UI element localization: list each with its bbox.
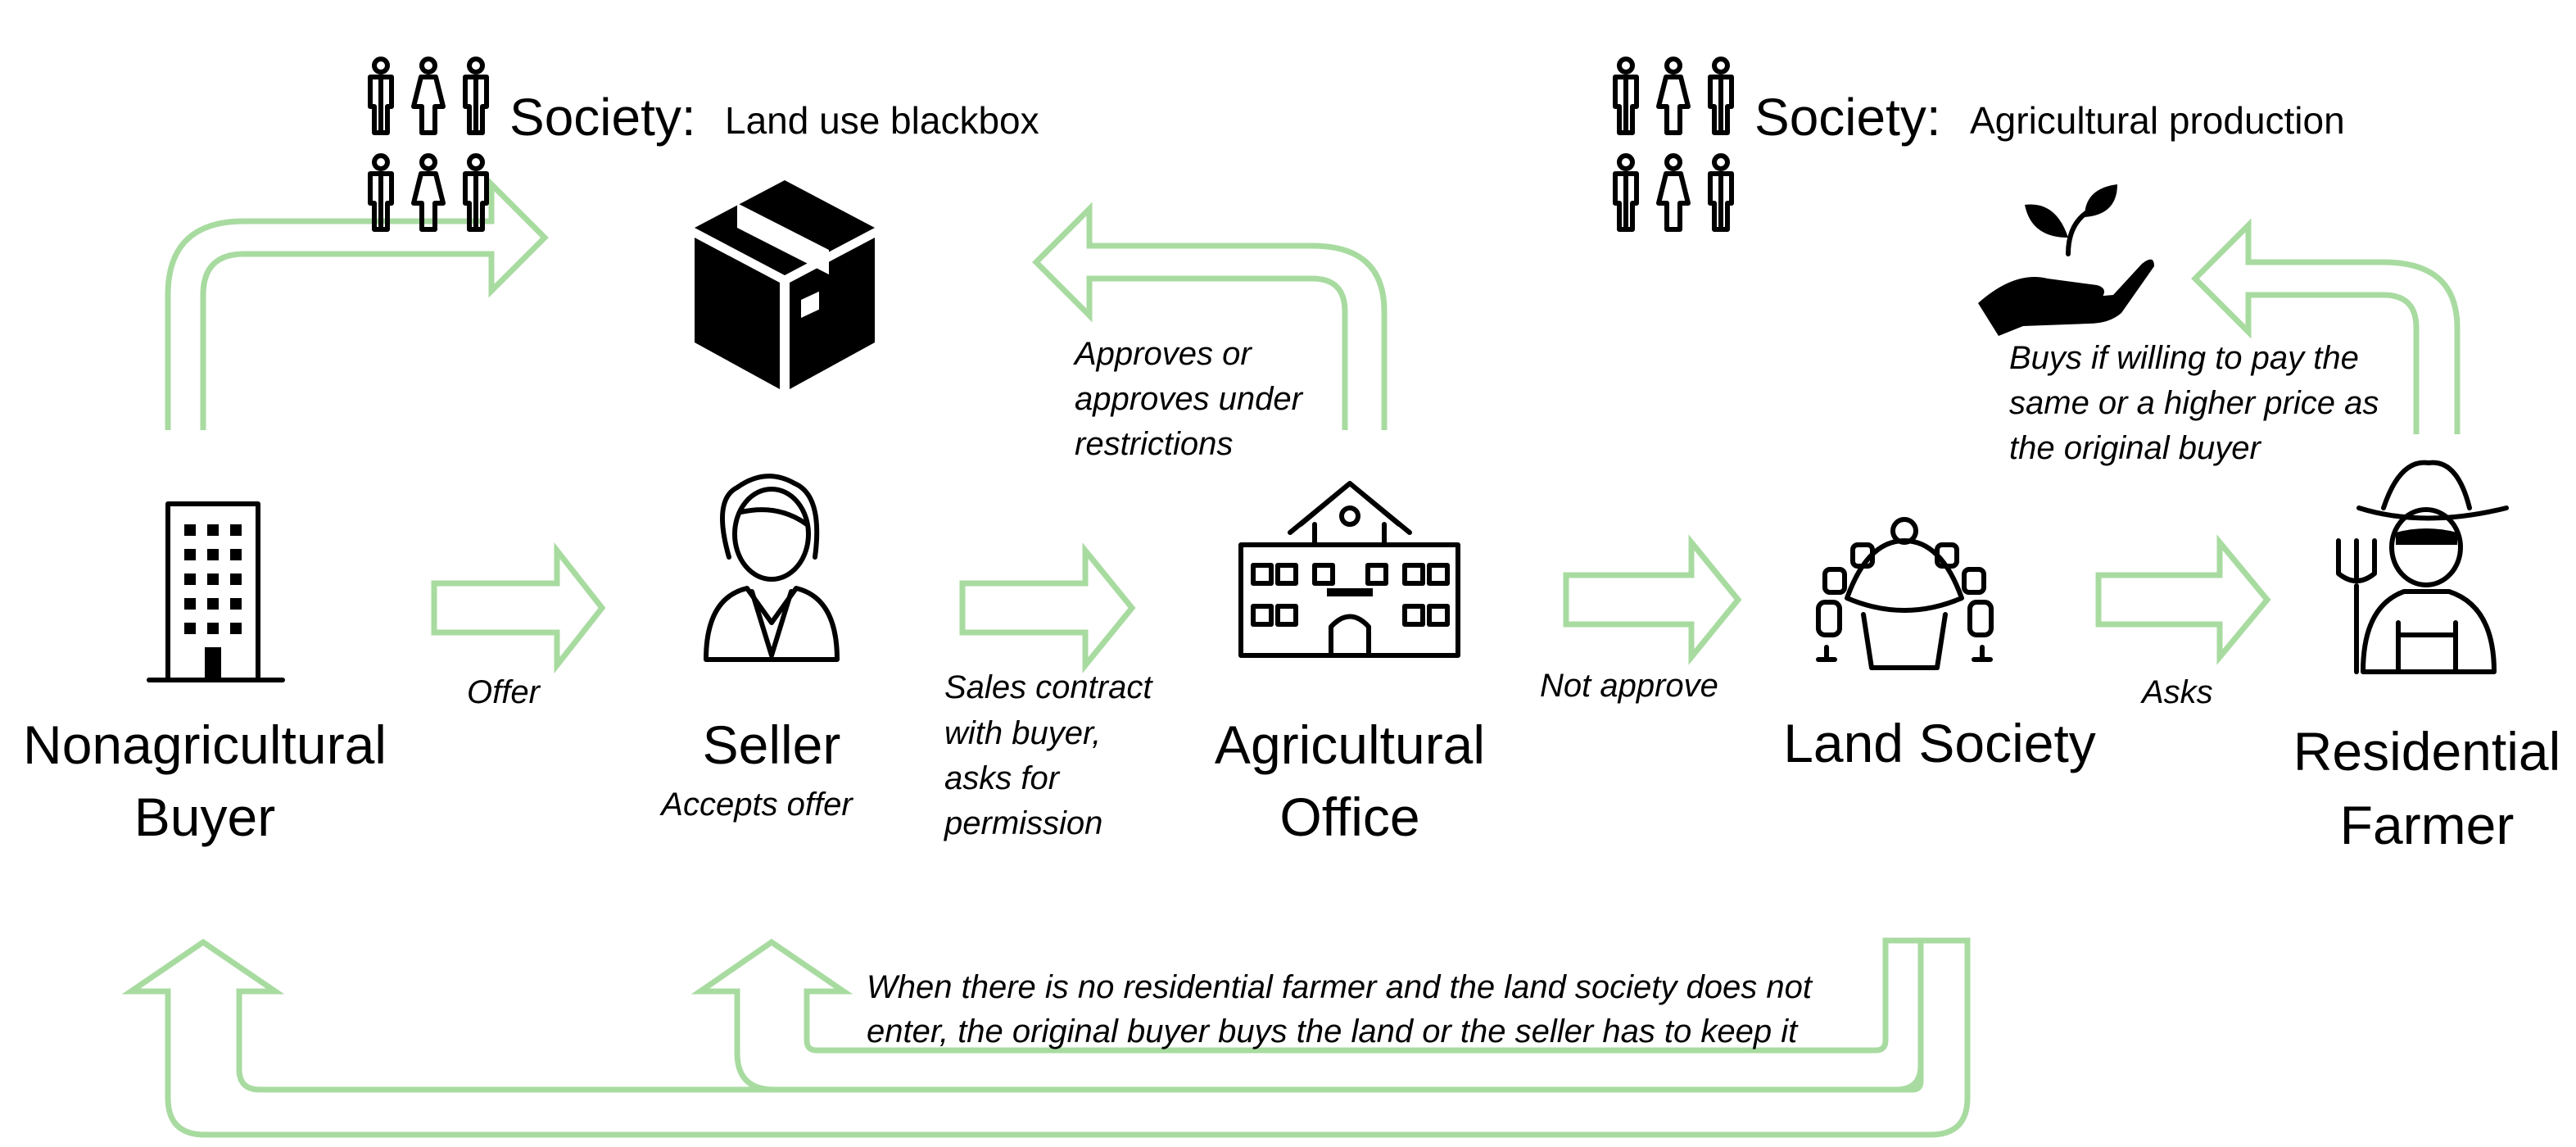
society-left-title: Society: xyxy=(509,88,696,147)
edge-buys-line: Buys if willing to pay the xyxy=(2009,340,2359,376)
edge-asks-label: Asks xyxy=(2140,674,2213,710)
edge-offer-label: Offer xyxy=(467,674,541,710)
node-office-line1: Agricultural xyxy=(1215,714,1485,775)
arrow-society-to-farmer xyxy=(2095,534,2271,665)
arrow-buyer-to-seller xyxy=(431,542,606,674)
edge-buys-line: same or a higher price as xyxy=(2009,385,2379,421)
arrow-office-to-blackbox xyxy=(1032,202,1388,430)
node-seller-sub: Accepts offer xyxy=(659,787,853,823)
box-icon xyxy=(695,180,875,389)
edge-fallback-line: enter, the original buyer buys the land … xyxy=(867,1013,1799,1050)
edge-not-approve-label: Not approve xyxy=(1540,668,1718,704)
society-right-subtitle: Agricultural production xyxy=(1970,99,2345,142)
people-icon xyxy=(370,59,487,229)
arrow-fallback-to-seller xyxy=(690,937,1924,1093)
edge-sales-contract-line: with buyer, xyxy=(944,715,1101,751)
arrow-buyer-to-blackbox xyxy=(165,177,549,430)
edge-approves-line: restrictions xyxy=(1075,426,1233,462)
people-icon xyxy=(1615,59,1732,229)
node-farmer-line1: Residential xyxy=(2293,721,2561,782)
arrow-fallback-to-buyer xyxy=(121,937,1971,1138)
node-seller-label: Seller xyxy=(703,714,841,775)
node-office-line2: Office xyxy=(1279,787,1419,847)
society-left-subtitle: Land use blackbox xyxy=(725,99,1039,142)
edge-fallback-line: When there is no residential farmer and … xyxy=(867,969,1813,1005)
plant-in-hand-icon xyxy=(1978,184,2154,336)
office-icon xyxy=(1238,481,1460,658)
meeting-table-icon xyxy=(1816,517,1994,670)
society-right-title: Society: xyxy=(1754,88,1941,147)
edge-buys-line: the original buyer xyxy=(2009,430,2262,466)
arrow-office-to-society xyxy=(1563,534,1742,665)
node-land-society-label: Land Society xyxy=(1783,713,2096,773)
building-icon xyxy=(147,501,285,682)
edge-approves-line: Approves or xyxy=(1073,336,1252,372)
edge-sales-contract-line: permission xyxy=(944,805,1102,841)
arrow-farmer-to-production xyxy=(2191,218,2461,434)
arrow-seller-to-office xyxy=(959,542,1136,673)
edge-sales-contract-line: Sales contract xyxy=(944,669,1153,705)
edge-sales-contract-line: asks for xyxy=(944,760,1061,796)
node-buyer-line2: Buyer xyxy=(134,787,275,847)
farmer-icon xyxy=(2336,460,2509,674)
node-buyer-line1: Nonagricultural xyxy=(23,714,387,775)
edge-approves-line: approves under xyxy=(1075,381,1304,417)
seller-icon xyxy=(704,474,840,662)
node-farmer-line2: Farmer xyxy=(2340,795,2515,855)
